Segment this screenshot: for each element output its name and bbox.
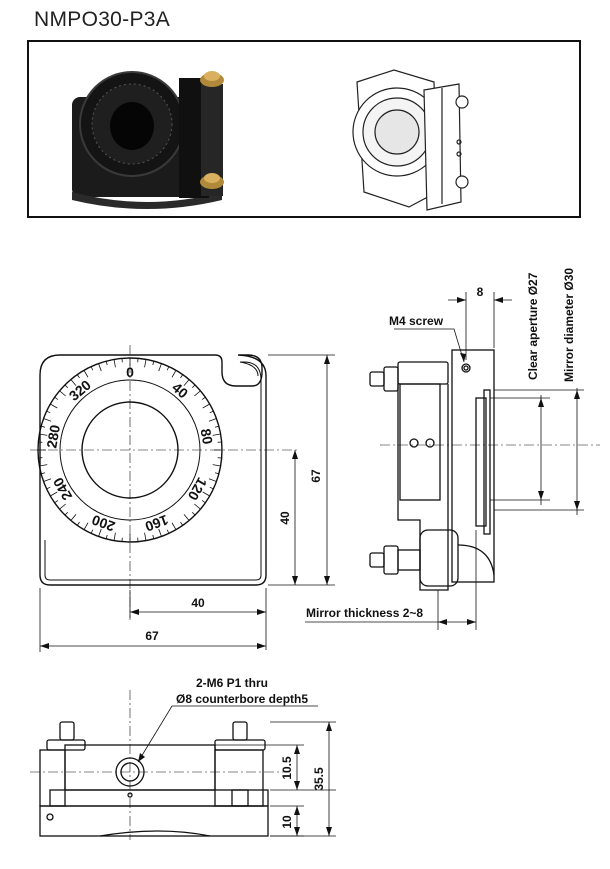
- dial-tick: [59, 503, 66, 510]
- dial-tick: [166, 366, 170, 371]
- dial-label: 280: [43, 423, 63, 449]
- dial-tick: [171, 522, 177, 530]
- mirror-diameter-label: Mirror diameter Ø30: [562, 268, 576, 382]
- dial-tick: [70, 379, 77, 386]
- dim-base-thickness-10: 10: [280, 815, 294, 829]
- dim-center-height-40: 40: [278, 511, 292, 525]
- dial-label: 0: [126, 364, 134, 380]
- dial-tick: [183, 514, 190, 521]
- dial-label: 120: [185, 475, 211, 503]
- product-photo: [72, 71, 224, 209]
- dial-tick: [76, 374, 80, 379]
- dial-label: 240: [50, 475, 76, 503]
- dial-tick: [212, 464, 221, 467]
- bottom-dimensions: [137, 705, 336, 837]
- dial-tick: [113, 532, 116, 541]
- dial-tick: [64, 384, 69, 389]
- dial-tick: [183, 379, 190, 386]
- dial-tick: [83, 370, 89, 378]
- dial-tick: [144, 532, 147, 541]
- dial-tick: [201, 396, 206, 400]
- dial-tick: [202, 491, 210, 497]
- line-drawing-3d: [352, 69, 469, 211]
- dial-tick: [98, 528, 102, 537]
- dial-tick: [50, 491, 58, 497]
- dial-tick: [39, 433, 48, 436]
- dial-tick: [54, 396, 59, 400]
- dial-tick: [201, 500, 206, 504]
- dial-tick: [194, 503, 201, 510]
- dial-tick: [212, 433, 221, 436]
- dial-tick: [90, 366, 94, 371]
- dial-tick: [158, 528, 162, 537]
- dial-tick: [98, 363, 102, 372]
- dim-center-offset-40: 40: [191, 596, 205, 610]
- dial-tick: [46, 410, 51, 414]
- dial-tick: [83, 522, 89, 530]
- dial-tick: [70, 514, 77, 521]
- dim-total-height-35-5: 35.5: [312, 767, 326, 791]
- dial-tick: [41, 472, 46, 475]
- page-title: NMPO30-P3A: [34, 8, 171, 31]
- dial-tick: [113, 359, 116, 368]
- mirror-thickness-label: Mirror thickness 2~8: [306, 606, 423, 620]
- dim-side-width-8: 8: [477, 285, 484, 299]
- bottom-view: [30, 690, 290, 840]
- dial-tick: [208, 418, 217, 422]
- dial-tick: [171, 370, 177, 378]
- dial-tick: [208, 478, 217, 482]
- dial-label: 200: [89, 512, 117, 535]
- dim-body-height-10-5: 10.5: [280, 756, 294, 780]
- dial-tick: [152, 361, 155, 366]
- dial-tick: [76, 521, 80, 526]
- dial-tick: [180, 374, 184, 379]
- hole-spec-line2: Ø8 counterbore depth5: [176, 692, 308, 706]
- product-photo-box: [27, 40, 581, 218]
- dial-tick: [43, 478, 52, 482]
- dial-label: 80: [198, 427, 216, 445]
- dial-tick: [46, 486, 51, 490]
- dial-tick: [50, 403, 58, 409]
- m4-screw-label: M4 screw: [389, 314, 444, 328]
- dial-tick: [194, 390, 201, 397]
- dial-tick: [105, 534, 108, 539]
- dial-tick: [202, 403, 210, 409]
- dial-tick: [180, 521, 184, 526]
- front-dimensions: [39, 354, 335, 652]
- front-view: [30, 345, 300, 620]
- dial-tick: [214, 425, 219, 428]
- clear-aperture-label: Clear aperture Ø27: [526, 272, 540, 380]
- dial-tick: [158, 363, 162, 372]
- dial-label: 160: [143, 512, 171, 535]
- side-view: [369, 349, 600, 591]
- dial-tick: [39, 464, 48, 467]
- dial-tick: [152, 534, 155, 539]
- dial-tick: [90, 529, 94, 534]
- dial-tick: [191, 384, 196, 389]
- dial-tick: [214, 472, 219, 475]
- hole-spec-line1: 2-M6 P1 thru: [196, 676, 268, 690]
- dial-tick: [191, 511, 196, 516]
- dial-tick: [59, 390, 66, 397]
- dial-tick: [41, 425, 46, 428]
- dial-tick: [64, 511, 69, 516]
- dial-tick: [144, 359, 147, 368]
- dial-tick: [209, 410, 214, 414]
- dim-width-67: 67: [145, 629, 159, 643]
- dial-tick: [54, 500, 59, 504]
- dial-tick: [209, 486, 214, 490]
- dial-tick: [105, 361, 108, 366]
- dim-height-67: 67: [309, 469, 323, 483]
- dial-tick: [43, 418, 52, 422]
- dial-label: 40: [169, 379, 191, 401]
- dial-tick: [166, 529, 170, 534]
- side-dimensions: [305, 292, 584, 630]
